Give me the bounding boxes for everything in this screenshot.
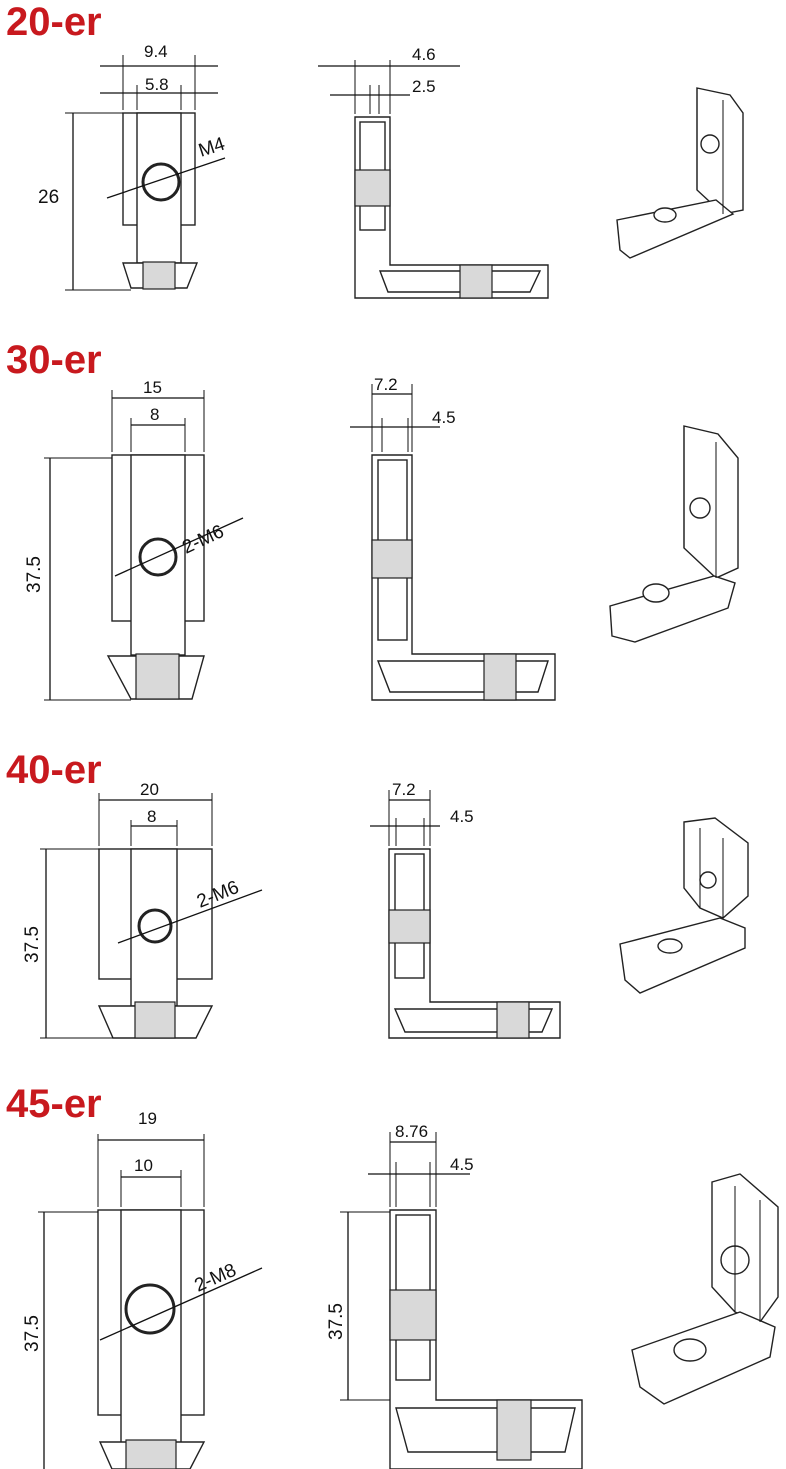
- section-40er: 40-er 20 8 37.5 2-M6: [0, 748, 786, 1078]
- front-view: [44, 390, 244, 701]
- section-45er: 45-er 19 10 37.5 2-M8: [0, 1082, 786, 1469]
- section-title: 45-er: [6, 1082, 102, 1126]
- bracket-3d-view: [619, 817, 749, 994]
- side-view: [318, 60, 549, 299]
- dim-thread: M4: [196, 133, 228, 161]
- drawing-45er: 19 10 37.5 2-M8 8.76 4.5 37.5: [22, 1109, 779, 1469]
- drawing-30er: 15 8 37.5 2-M6 7.2 4.5: [24, 375, 739, 701]
- dim-height: 37.5: [22, 1315, 43, 1352]
- dim-width-inner: 5.8: [145, 75, 169, 94]
- side-view: [370, 790, 561, 1039]
- dim-height: 37.5: [24, 556, 45, 593]
- dim-width-outer: 9.4: [144, 42, 168, 61]
- section-title: 20-er: [6, 0, 102, 44]
- dim-width-inner: 8: [147, 807, 156, 826]
- dim-width-outer: 19: [138, 1109, 157, 1128]
- section-title: 30-er: [6, 338, 102, 382]
- drawing-40er: 20 8 37.5 2-M6 7.2 4.5: [22, 780, 749, 1039]
- dim-side-height: 37.5: [326, 1303, 347, 1340]
- section-title: 40-er: [6, 748, 102, 792]
- dim-side-b: 4.5: [450, 807, 474, 826]
- dim-width-outer: 20: [140, 780, 159, 799]
- front-view: [38, 1134, 263, 1469]
- side-view: [350, 384, 556, 701]
- dim-side-a: 7.2: [392, 780, 416, 799]
- section-30er: 30-er 15 8 37.5 2-M6: [0, 338, 786, 718]
- bracket-3d-view: [616, 87, 744, 259]
- side-view: [340, 1132, 583, 1469]
- front-view: [65, 55, 226, 291]
- dim-height: 26: [38, 187, 59, 208]
- dim-side-a: 8.76: [395, 1122, 428, 1141]
- bracket-3d-view: [609, 425, 739, 643]
- dim-side-b: 4.5: [432, 408, 456, 427]
- section-20er: 20-er 9.4 5.8 26 M4: [0, 0, 786, 330]
- dim-side-b: 4.5: [450, 1155, 474, 1174]
- dim-height: 37.5: [22, 926, 43, 963]
- dim-width-inner: 8: [150, 405, 159, 424]
- drawing-20er: 9.4 5.8 26 M4 4.6 2.5: [38, 42, 744, 299]
- dim-side-a: 7.2: [374, 375, 398, 394]
- dim-side-b: 2.5: [412, 77, 436, 96]
- dim-width-outer: 15: [143, 378, 162, 397]
- dim-side-a: 4.6: [412, 45, 436, 64]
- front-view: [40, 793, 263, 1039]
- dim-width-inner: 10: [134, 1156, 153, 1175]
- bracket-3d-view: [631, 1173, 779, 1405]
